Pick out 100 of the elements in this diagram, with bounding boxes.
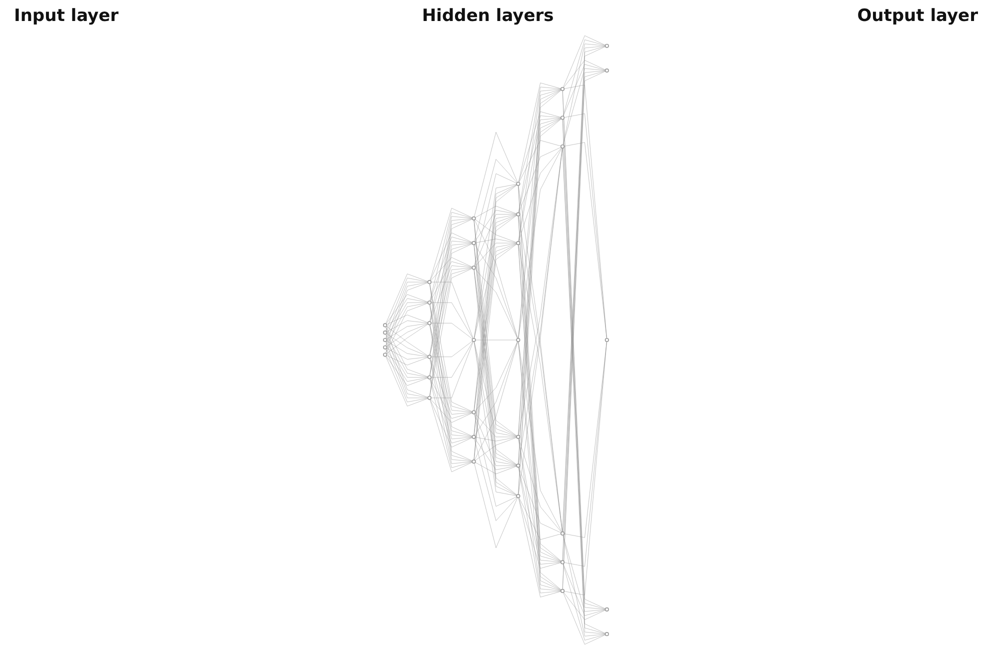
connector — [518, 438, 562, 532]
connector — [386, 348, 428, 360]
node-circle — [604, 338, 609, 342]
connector — [474, 159, 518, 242]
connector — [430, 302, 474, 339]
connector — [474, 132, 518, 217]
node-circle — [604, 44, 609, 48]
connector — [386, 334, 428, 378]
connector — [386, 348, 428, 402]
connector — [386, 326, 428, 377]
node-circle — [472, 434, 476, 439]
connector — [474, 414, 517, 506]
connector — [474, 268, 518, 339]
node-circle — [604, 607, 609, 612]
connector — [386, 302, 428, 339]
connector — [475, 462, 517, 474]
connector — [474, 341, 518, 412]
node-circle — [604, 68, 609, 73]
connector — [386, 303, 428, 354]
connector — [430, 323, 473, 340]
connector — [386, 341, 428, 378]
connector — [475, 206, 517, 218]
connector — [475, 437, 517, 461]
node-circle — [560, 86, 565, 92]
connector — [430, 378, 472, 444]
connector — [518, 498, 562, 568]
connector — [430, 358, 472, 440]
connector — [475, 219, 517, 243]
node-circle — [383, 338, 388, 342]
node-circle — [472, 216, 476, 220]
connector — [430, 282, 474, 339]
connector — [474, 242, 517, 267]
connector — [430, 261, 472, 302]
node-circle — [560, 588, 565, 594]
node-circle — [427, 375, 432, 380]
connector — [474, 214, 517, 266]
connector — [474, 438, 518, 521]
connector — [430, 236, 472, 302]
connector — [430, 232, 472, 281]
connector — [430, 304, 472, 412]
node-circle — [516, 434, 520, 439]
connector — [518, 467, 562, 564]
connector — [430, 378, 472, 419]
node-circle — [427, 396, 432, 400]
connector — [386, 320, 428, 332]
connector — [430, 324, 472, 437]
connector — [518, 82, 562, 182]
node-circle — [383, 345, 388, 350]
connector — [386, 278, 428, 332]
connector — [430, 378, 472, 468]
connector — [430, 268, 472, 376]
connector — [518, 118, 562, 242]
connector — [430, 240, 472, 322]
node-circle — [383, 330, 388, 335]
connector — [430, 208, 472, 281]
connector — [386, 323, 428, 340]
connector — [475, 437, 517, 442]
connector — [430, 268, 472, 396]
connector — [386, 324, 428, 347]
node-circle — [383, 323, 388, 328]
connector — [386, 302, 428, 346]
node-circle — [516, 241, 520, 246]
connector — [474, 184, 517, 338]
node-circle — [472, 410, 476, 414]
connector — [563, 592, 606, 644]
connector — [562, 68, 606, 146]
connector — [563, 36, 606, 88]
connector — [562, 40, 606, 116]
connector — [430, 399, 472, 472]
connector — [518, 112, 562, 182]
node-circle — [516, 182, 520, 186]
connector — [430, 358, 472, 464]
connector — [386, 340, 428, 357]
connector — [430, 358, 472, 414]
connector — [518, 438, 562, 562]
connector — [386, 274, 428, 324]
connector — [475, 238, 517, 243]
node-circle — [427, 300, 432, 305]
connector — [518, 148, 562, 242]
node-circle — [472, 338, 476, 342]
connector — [474, 210, 517, 242]
connector — [563, 564, 606, 616]
connector — [518, 116, 562, 213]
node-circle — [472, 266, 476, 270]
connector — [430, 324, 472, 412]
connector — [562, 534, 606, 636]
connector — [430, 341, 474, 398]
connector — [518, 497, 562, 540]
node-circle — [516, 464, 520, 468]
connector — [562, 44, 606, 146]
node-circle — [427, 354, 432, 359]
node-circle — [516, 212, 520, 216]
connector — [386, 355, 428, 366]
connector — [430, 399, 472, 448]
connector — [430, 268, 472, 356]
node-circle — [516, 494, 520, 498]
node-circle — [516, 338, 520, 342]
node-circle — [560, 531, 565, 536]
connector — [430, 243, 472, 356]
connector — [474, 342, 517, 496]
